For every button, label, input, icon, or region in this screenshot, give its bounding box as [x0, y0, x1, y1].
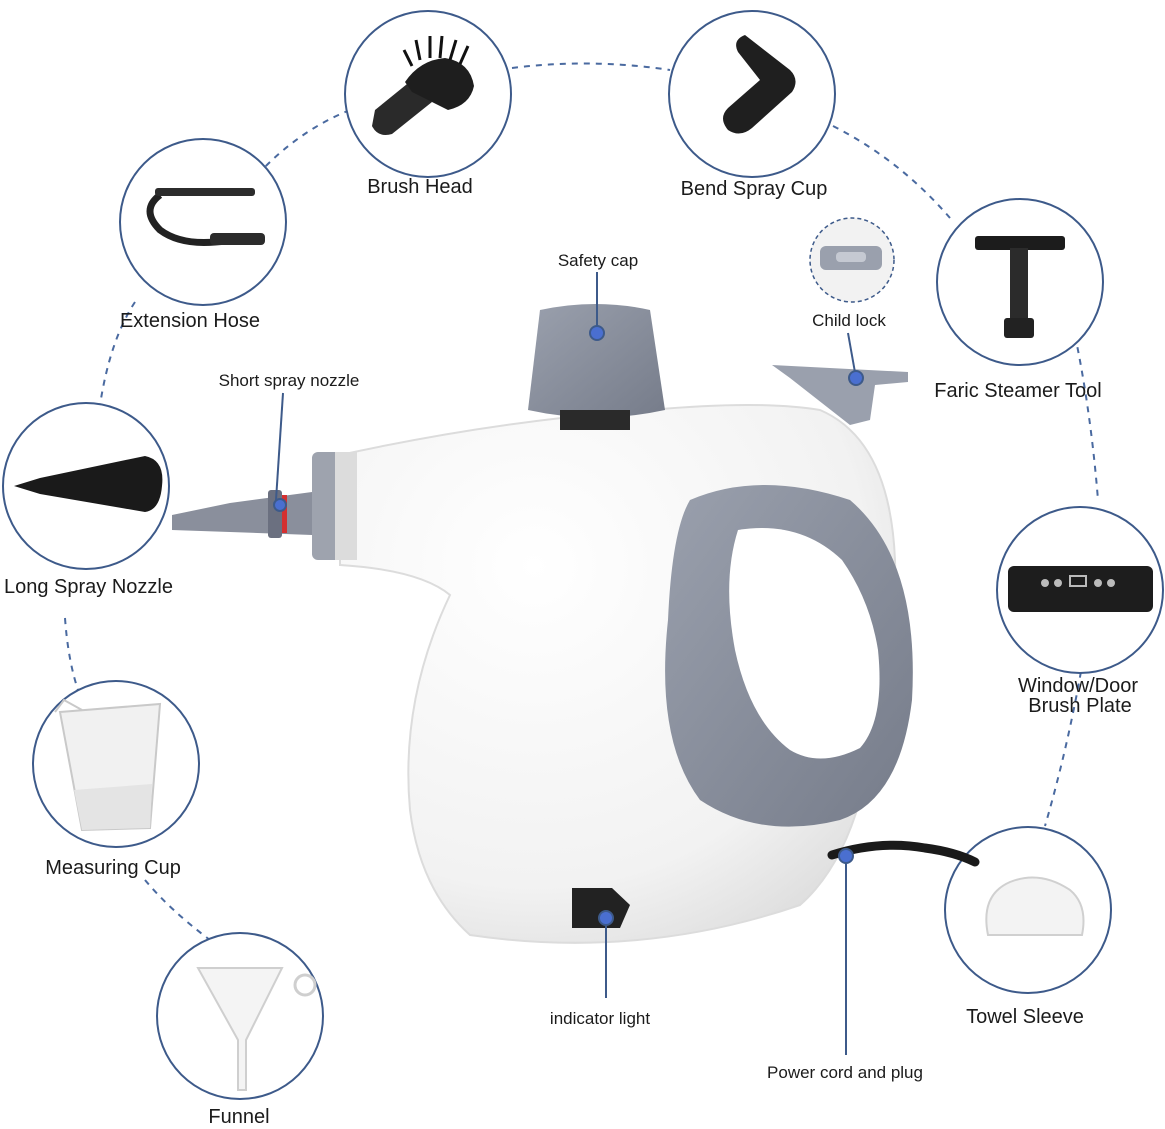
- window-door-label-line1: Window/Door: [1017, 675, 1139, 697]
- window-door-label-line2: Brush Plate: [1028, 695, 1132, 717]
- long-spray-nozzle-icon: [14, 456, 163, 512]
- power-cord-dot: [838, 848, 854, 864]
- faric-steamer-tool-icon: [975, 236, 1065, 338]
- funnel-icon: [196, 967, 317, 1091]
- measuring-cup-icon: [54, 698, 162, 832]
- power-cord-label: Power cord and plug: [767, 1063, 923, 1082]
- bend-spray-cup-circle: [668, 10, 836, 178]
- child-lock-switch: [772, 365, 908, 425]
- callout-leaders: [273, 272, 864, 1055]
- steamer-body: [312, 404, 913, 944]
- towel-sleeve-icon: [985, 876, 1085, 936]
- funnel-label: Funnel: [208, 1106, 270, 1128]
- towel-sleeve-circle: [944, 826, 1112, 994]
- long-spray-nozzle-label: Long Spray Nozzle: [4, 576, 173, 598]
- faric-steamer-tool-label: Faric Steamer Tool: [934, 380, 1102, 402]
- extension-hose-label: Extension Hose: [119, 310, 261, 332]
- power-cord: [827, 840, 980, 867]
- child-lock-label: Child lock: [812, 311, 886, 330]
- extension-hose-circle: [119, 138, 287, 306]
- funnel-circle: [156, 932, 324, 1100]
- long-spray-nozzle-circle: [2, 402, 170, 570]
- bend-spray-cup-label: Bend Spray Cup: [680, 178, 828, 200]
- brush-head-icon: [372, 35, 474, 135]
- short-spray-nozzle-label: Short spray nozzle: [218, 371, 360, 390]
- window-door-brush-plate-circle: [996, 506, 1164, 674]
- indicator-light: [572, 888, 630, 928]
- window-door-brush-plate-icon: [1008, 566, 1153, 612]
- safety-cap-label: Safety cap: [557, 251, 639, 270]
- towel-sleeve-label: Towel Sleeve: [966, 1006, 1084, 1028]
- brush-head-label: Brush Head: [367, 176, 473, 198]
- indicator-light-label: indicator light: [549, 1009, 651, 1028]
- indicator-light-dot: [598, 910, 614, 926]
- safety-cap-dot: [589, 325, 605, 341]
- measuring-cup-circle: [32, 680, 200, 848]
- extension-hose-icon: [146, 188, 265, 246]
- child-lock-dot: [848, 370, 864, 386]
- short-spray-nozzle-dot: [273, 498, 287, 512]
- short-spray-nozzle: [172, 490, 312, 538]
- faric-steamer-tool-circle: [936, 198, 1104, 366]
- child-lock-inset: [809, 217, 895, 303]
- dashed-connector-lines: [64, 62, 1099, 941]
- safety-cap: [528, 304, 665, 430]
- bend-spray-cup-icon: [723, 35, 796, 134]
- brush-head-circle: [344, 10, 512, 178]
- measuring-cup-label: Measuring Cup: [45, 857, 181, 879]
